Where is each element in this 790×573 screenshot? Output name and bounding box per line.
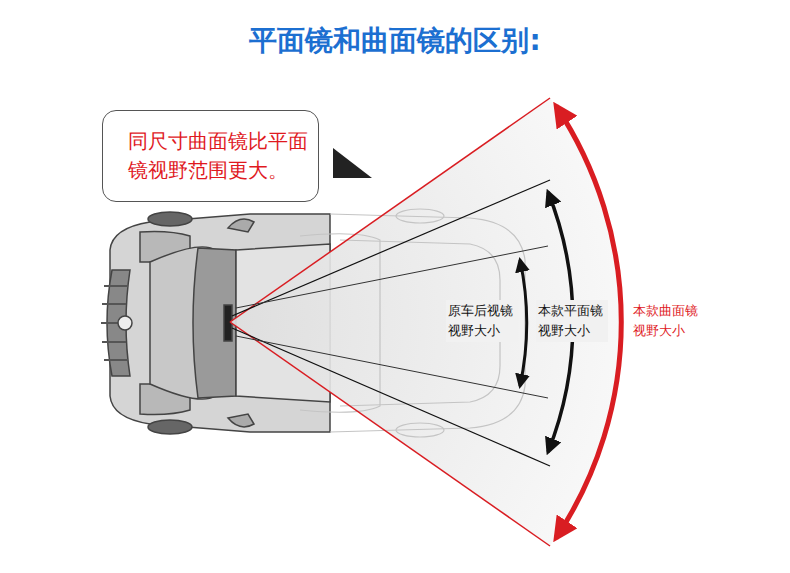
view-arc (520, 260, 527, 386)
field-label: 本款平面镜视野大小 (536, 300, 608, 342)
callout-text: 同尺寸曲面镜比平面镜视野范围更大。 (128, 127, 310, 185)
fan-edge (232, 328, 550, 466)
fan-edge (230, 322, 550, 546)
callout-pointer (333, 148, 372, 178)
callout-box: 同尺寸曲面镜比平面镜视野范围更大。 (102, 110, 319, 202)
field-label: 本款曲面镜视野大小 (631, 300, 703, 342)
field-label: 原车后视镜视野大小 (446, 300, 518, 342)
fan-edge (236, 336, 548, 398)
fan-edge (236, 246, 548, 308)
title: 平面镜和曲面镜的区别: (0, 22, 790, 60)
car-ghost (300, 209, 525, 437)
